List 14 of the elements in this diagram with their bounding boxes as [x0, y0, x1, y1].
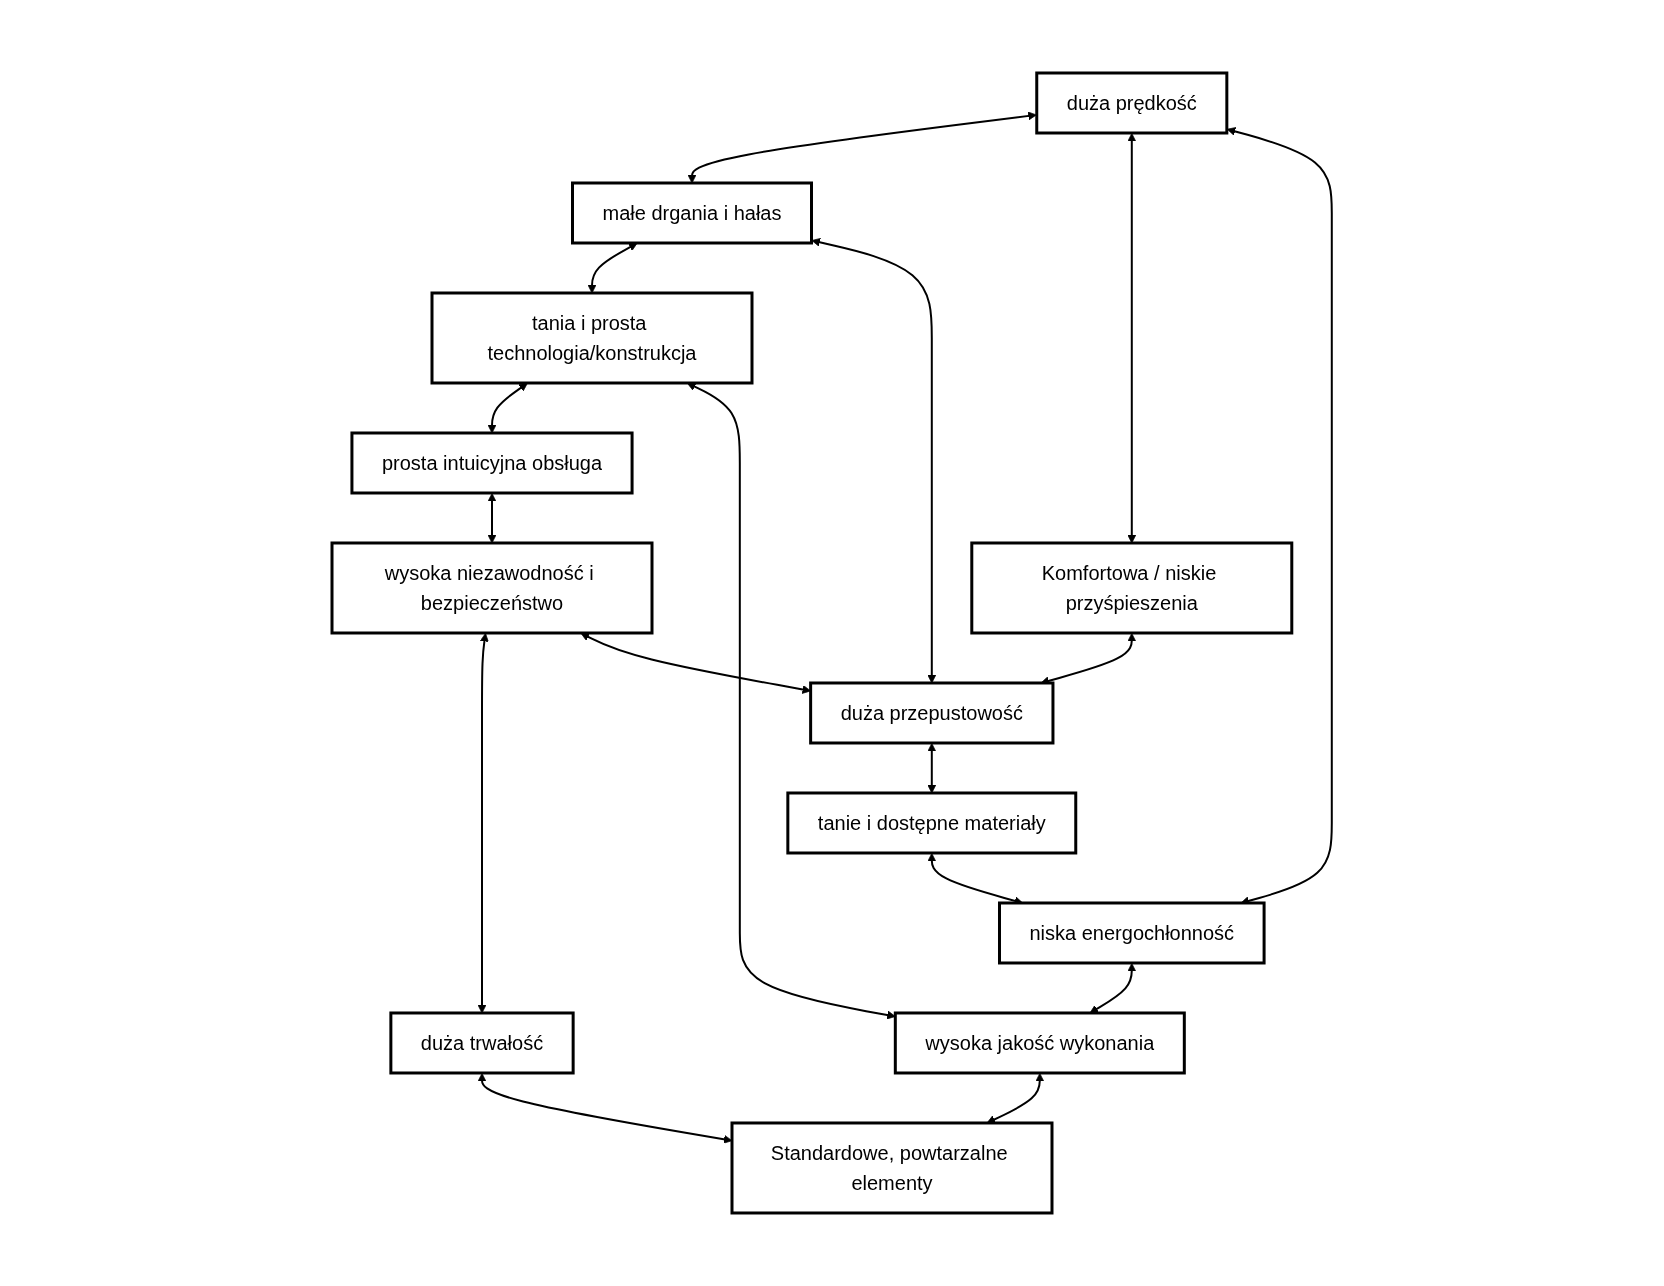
node-box: duża trwałość [389, 1011, 575, 1075]
node-box: wysoka jakość wykonania [893, 1011, 1186, 1075]
arrow [687, 111, 1037, 184]
node-box: wysoka niezawodność i bezpieczeństwo [330, 541, 654, 635]
node-box: niska energochłonność [998, 901, 1266, 965]
arrow [477, 1073, 733, 1144]
node-box: małe drgania i hałas [571, 181, 814, 245]
node-box: duża przepustowość [809, 681, 1055, 745]
node-box: tanie i dostępne materiały [786, 791, 1078, 855]
node-box: duża prędkość [1035, 71, 1229, 135]
node-box: Komfortowa / niskie przyśpieszenia [970, 541, 1294, 635]
node-box: Standardowe, powtarzalne elementy [730, 1121, 1054, 1215]
node-box: tania i prosta technologia/konstrukcja [430, 291, 754, 385]
node-box: prosta intuicyjna obsługa [350, 431, 634, 495]
